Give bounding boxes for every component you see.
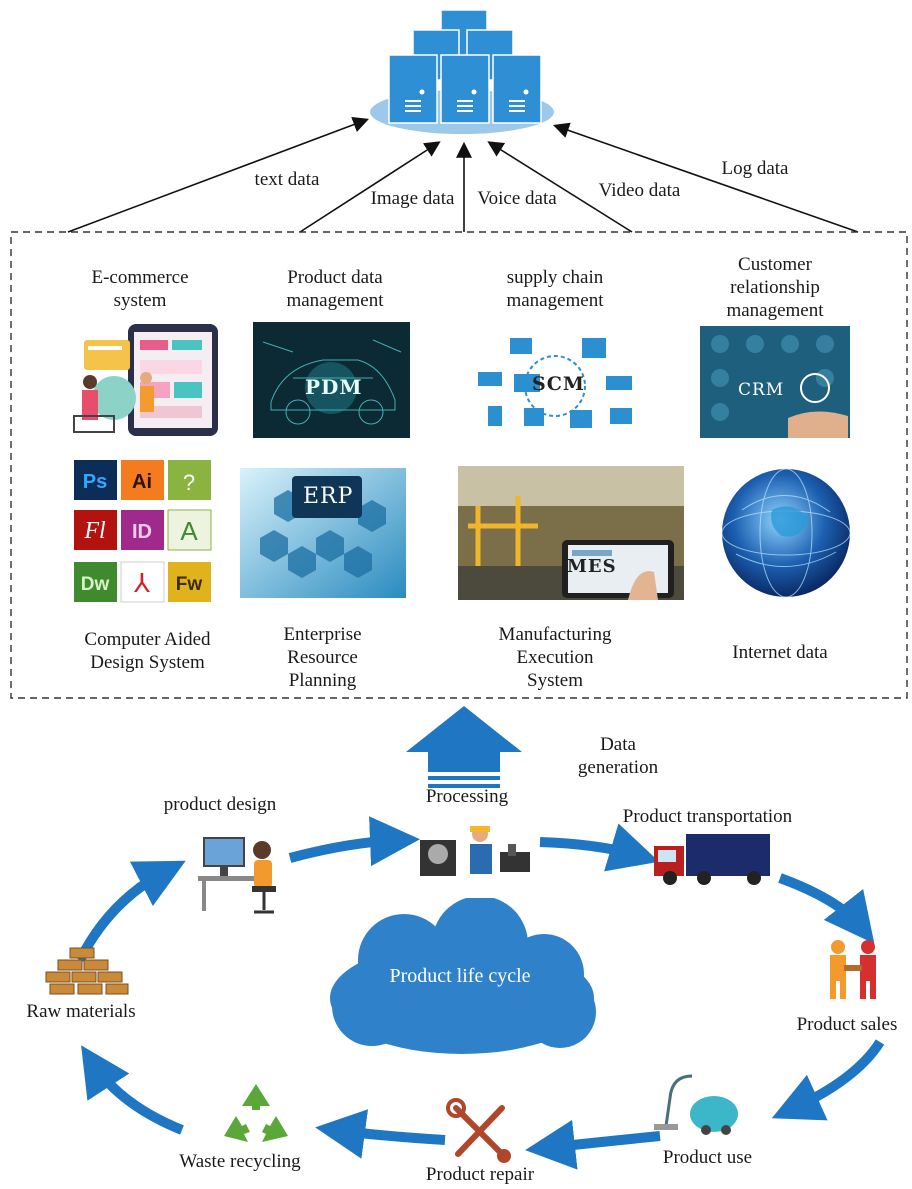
cad-icon-ai: Ai [132,471,152,493]
cad-icon-flash: Fl [83,518,106,544]
cad-image: Ps Ai ? Fl ID A Dw ⅄ Fw [72,458,213,614]
label-scm: supply chain management [506,267,604,311]
arc-repair-to-recycling [315,1109,446,1159]
cloud-label: Product life cycle [389,965,531,987]
label-crm: Customer relationship management [726,254,824,321]
lifecycle-ring-svg [75,816,885,1170]
data-generation-arrow-svg [406,706,522,788]
arc-design-to-processing [288,816,420,867]
recycling-icon [224,1084,288,1142]
data-generation-arrow [406,706,522,788]
cad-icon-fw: Fw [176,574,203,595]
truck-icon [654,834,770,885]
arc-processing-to-transport [539,823,660,872]
erp-image: ERP [240,468,406,598]
cad-icon-id: ID [132,521,152,543]
label-processing: Processing [425,786,509,807]
mes-tile-text: MES [567,556,617,577]
mes-image: MES [458,466,684,600]
label-image-data: Image data [370,188,455,209]
pdm-tile-text: PDM [305,375,363,399]
label-waste-recycling: Waste recycling [179,1151,301,1172]
label-video-data: Video data [598,180,681,201]
label-raw-materials: Raw materials [26,1001,136,1022]
arc-sales-to-use [771,1039,885,1121]
cad-icon-ps: Ps [83,471,107,493]
arc-transport-to-sales [778,873,875,944]
label-cad: Computer Aided Design System [84,629,211,673]
arrow-log-data [552,122,859,233]
label-product-transportation: Product transportation [622,806,793,827]
raw-materials-icon [45,947,129,995]
life-cycle-cloud [330,898,596,1054]
crm-image: CRM [700,326,850,438]
server-cluster-svg [67,9,859,233]
sales-handshake-icon [830,940,876,999]
arrow-image-data [299,141,441,233]
arc-recycling-to-raw [81,1045,184,1135]
label-pdm: Product data management [286,267,384,311]
vacuum-icon [654,1074,738,1135]
label-ecommerce: E-commerce system [91,267,189,311]
pdm-image: PDM [253,322,410,438]
label-product-use: Product use [662,1147,753,1168]
scm-image: SCM [470,330,640,436]
label-erp: Enterprise Resource Planning [283,624,362,691]
label-log-data: Log data [721,158,789,179]
cad-icon-a: A [180,516,198,546]
internet-image [712,460,860,606]
label-data-generation: Data generation [577,734,659,778]
label-product-design: product design [163,794,277,815]
arc-use-to-repair [525,1119,661,1170]
design-icon [198,837,276,914]
label-product-sales: Product sales [796,1014,898,1035]
label-text-data: text data [254,169,320,190]
server-icon [388,9,542,124]
systems-dashed-box [10,231,908,699]
cad-icon-pdf: ⅄ [133,568,150,598]
label-product-repair: Product repair [425,1164,535,1185]
scm-tile-text: SCM [532,373,585,395]
label-voice-data: Voice data [477,188,557,209]
arrow-text-data [67,117,369,233]
systems-frame-svg [10,231,908,699]
ecommerce-image [68,320,224,444]
cad-icon-dw: Dw [81,574,110,595]
arc-raw-to-design [75,860,186,963]
repair-tools-icon [446,1098,511,1163]
erp-tile-text: ERP [303,484,354,509]
arrow-video-data [487,141,633,233]
label-internet: Internet data [732,642,828,663]
crm-tile-text: CRM [738,380,785,400]
processing-icon [420,826,530,876]
label-mes: Manufacturing Execution System [498,624,612,691]
cad-icon-mark: ? [183,470,195,495]
